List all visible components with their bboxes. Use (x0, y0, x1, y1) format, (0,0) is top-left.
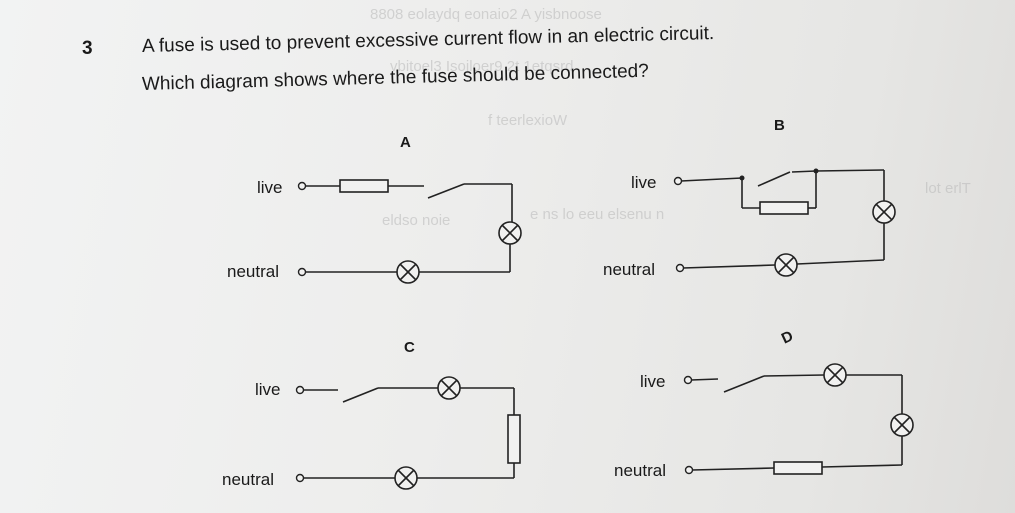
show-through-text: f teerlexioW (488, 112, 568, 129)
diagram-b-neutral-label: neutral (603, 260, 655, 279)
question-number: 3 (82, 38, 93, 59)
show-through-text: 8808 eolaydq eonaio2 A yisbnoose (370, 6, 602, 23)
diagram-a-neutral-label: neutral (227, 262, 279, 281)
lamp-symbol (498, 221, 522, 245)
terminal (684, 465, 694, 475)
diagram-b-live-label: live (631, 173, 657, 192)
option-b-letter: B (774, 117, 785, 134)
lamp-symbol (437, 376, 461, 400)
diagram-b (673, 168, 896, 277)
lamp-symbol (774, 253, 798, 277)
lamp-symbol (394, 466, 418, 490)
terminal (295, 473, 305, 483)
diagram-a-live-label: live (257, 178, 283, 197)
terminal (297, 181, 307, 191)
diagram-a (297, 179, 522, 284)
terminal (673, 176, 683, 186)
fuse-symbol (773, 461, 823, 475)
option-c-letter: C (404, 339, 415, 356)
switch-symbol (723, 375, 765, 393)
terminal (297, 267, 307, 277)
fuse-symbol (507, 414, 521, 464)
option-a-letter: A (400, 134, 411, 151)
diagram-c-neutral-label: neutral (222, 470, 274, 489)
lamp-symbol (823, 363, 847, 387)
fuse-symbol (759, 201, 809, 215)
show-through-text: lot erlT (925, 180, 971, 197)
show-through-text: eldso noie (382, 212, 451, 229)
lamp-symbol (890, 413, 914, 437)
terminal (675, 263, 685, 273)
terminal (295, 385, 305, 395)
diagram-c (295, 376, 521, 490)
diagram-d (683, 363, 914, 475)
terminal (683, 375, 693, 385)
show-through-text: e ns lo eeu elsenu n (530, 206, 665, 223)
switch-symbol (342, 387, 379, 403)
switch-symbol (427, 183, 465, 199)
diagram-d-live-label: live (640, 372, 666, 391)
fuse-symbol (339, 179, 389, 193)
switch-symbol (757, 171, 791, 187)
diagram-c-live-label: live (255, 380, 281, 399)
lamp-symbol (396, 260, 420, 284)
show-through-text: vbitoel3 Isoiloer9 2t 1etqsrd (390, 58, 574, 75)
diagram-d-neutral-label: neutral (614, 461, 666, 480)
lamp-symbol (872, 200, 896, 224)
